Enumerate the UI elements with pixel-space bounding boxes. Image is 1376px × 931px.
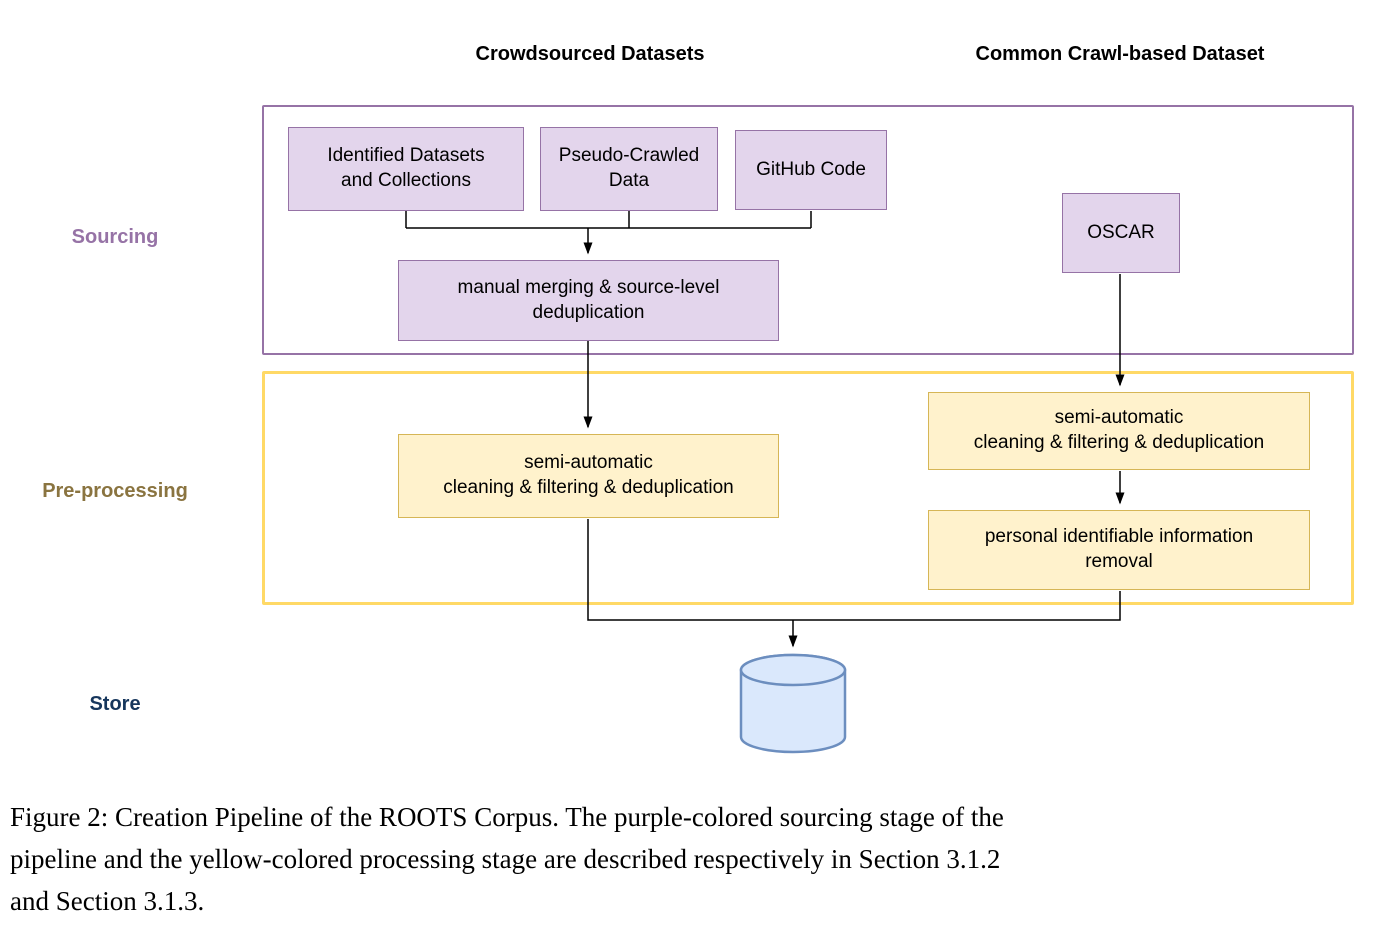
node-oscar: OSCAR [1062,193,1180,273]
stage-label-store: Store [89,693,141,715]
sourcing-stage-container [262,105,1354,355]
node-github-code: GitHub Code [735,130,887,210]
column-header-common-crawl: Common Crawl-based Dataset [975,43,1265,65]
column-header-crowdsourced: Crowdsourced Datasets [475,43,705,65]
stage-label-preprocessing: Pre-processing [42,480,188,502]
node-semi-automatic-cleaning-left: semi-automatic cleaning & filtering & de… [398,434,779,518]
node-manual-merging: manual merging & source-level deduplicat… [398,260,779,341]
figure-caption: Figure 2: Creation Pipeline of the ROOTS… [10,802,1004,916]
node-semi-automatic-cleaning-right: semi-automatic cleaning & filtering & de… [928,392,1310,470]
database-cylinder-icon [739,653,847,754]
stage-label-sourcing: Sourcing [71,226,159,248]
node-pii-removal: personal identifiable information remova… [928,510,1310,590]
node-identified-datasets: Identified Datasets and Collections [288,127,524,211]
node-pseudo-crawled-data: Pseudo-Crawled Data [540,127,718,211]
